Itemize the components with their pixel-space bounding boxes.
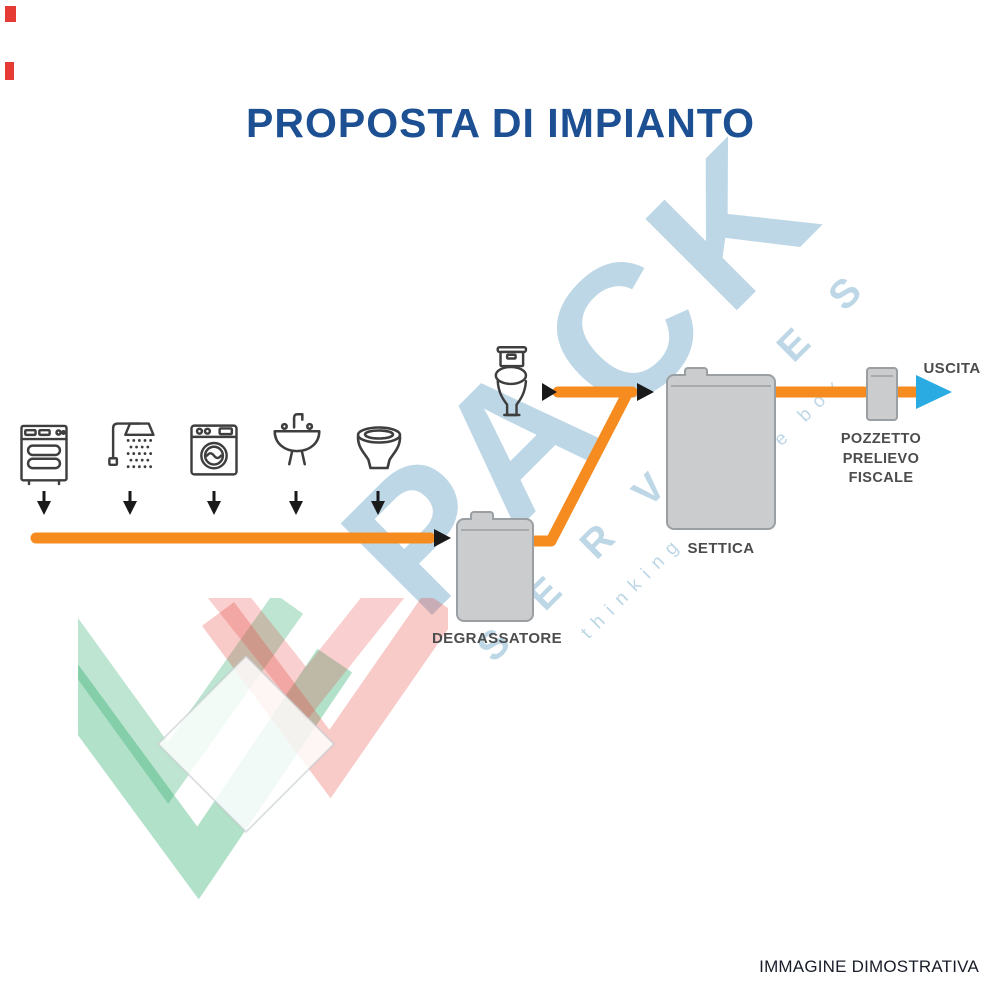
down-arrow-icon (207, 501, 221, 515)
toilet-icon (477, 338, 541, 428)
tank-seam (871, 375, 893, 377)
down-arrow-icon (371, 501, 385, 515)
corner-artifact (5, 6, 16, 22)
pozzetto-box (866, 367, 898, 421)
demo-disclaimer: IMMAGINE DIMOSTRATIVA (759, 957, 979, 976)
right-arrow-icon (637, 383, 654, 401)
uscita-label: USCITA (923, 360, 981, 377)
down-arrow-icon (37, 501, 51, 515)
logo-red-chevron (207, 598, 405, 722)
washbasin-icon (266, 406, 328, 472)
right-arrow-icon (434, 529, 451, 547)
shower-icon (100, 416, 160, 478)
logo-white-diamond (156, 654, 336, 834)
degrassatore-label: DEGRASSATORE (431, 630, 563, 647)
logo-green-chevron (78, 648, 353, 900)
corner-artifact (5, 62, 14, 80)
right-arrow-icon (542, 383, 557, 401)
down-arrow-icon (123, 501, 137, 515)
logo-green-chevron (78, 598, 304, 804)
down-arrow-icon (289, 501, 303, 515)
tank-lid-notch (684, 367, 708, 376)
degrassatore-to-settica-pipe (528, 386, 634, 547)
tank-seam (671, 385, 771, 387)
settica-label: SETTICA (687, 540, 755, 557)
tank-seam (461, 529, 529, 531)
logo-red-chevron (202, 598, 448, 799)
tank-lid-notch (470, 511, 494, 520)
degrassatore-tank (456, 511, 534, 622)
bidet-icon (347, 421, 411, 479)
page-title: PROPOSTA DI IMPIANTO (246, 100, 755, 146)
settica-tank (666, 367, 776, 530)
pozzetto-label: POZZETTO PRELIEVO FISCALE (840, 431, 922, 487)
dishwasher-icon (14, 418, 74, 492)
washing-machine-icon (184, 412, 244, 488)
outlet-arrow-icon (916, 375, 952, 409)
brand-logo-watermark (78, 598, 448, 900)
